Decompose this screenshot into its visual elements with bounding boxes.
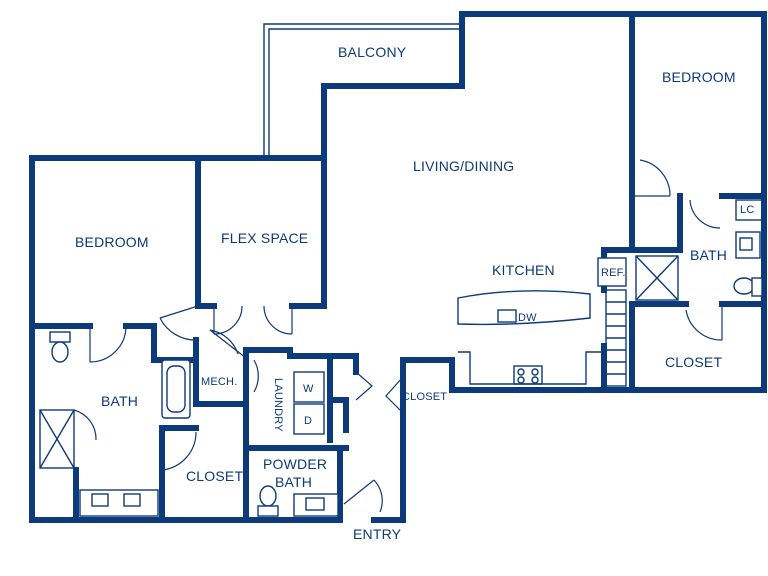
room-labels: BALCONY BEDROOM LIVING/DINING BEDROOM FL…: [75, 44, 754, 542]
label-closet-right: CLOSET: [665, 354, 722, 370]
kitchen-counter: [458, 351, 604, 385]
label-kitchen: KITCHEN: [492, 262, 555, 278]
bathtub: [161, 359, 191, 419]
label-balcony: BALCONY: [338, 44, 407, 60]
balcony-railing: [263, 23, 462, 155]
label-dw: DW: [518, 312, 537, 324]
label-flex-space: FLEX SPACE: [221, 230, 308, 246]
stairs: [605, 289, 627, 387]
kitchen-island: [457, 290, 591, 326]
label-laundry: LAUNDRY: [272, 378, 284, 432]
label-dryer: D: [304, 415, 312, 427]
shower: [635, 255, 679, 301]
linen-closet: [735, 199, 763, 221]
label-bath-right: BATH: [690, 247, 727, 263]
toilet: [733, 277, 755, 295]
interior-walls: [29, 11, 767, 523]
toilet: [49, 331, 71, 343]
fixtures: [39, 199, 763, 517]
shower: [39, 409, 75, 469]
label-powder-line2: BATH: [275, 474, 312, 490]
toilet: [259, 485, 277, 507]
label-lc: LC: [740, 204, 754, 216]
exterior-walls: [29, 11, 767, 523]
label-entry: ENTRY: [353, 526, 402, 542]
label-ref: REF.: [601, 267, 626, 279]
label-bedroom-right: BEDROOM: [662, 69, 736, 85]
washer: [293, 371, 325, 403]
label-bath-left: BATH: [101, 393, 138, 409]
label-living-dining: LIVING/DINING: [413, 158, 514, 174]
doors: [89, 159, 723, 513]
label-mech: MECH.: [201, 376, 237, 388]
dryer: [293, 403, 325, 435]
refrigerator: [597, 257, 627, 287]
sink: [293, 493, 339, 517]
label-washer: W: [303, 383, 314, 395]
label-powder-line1: POWDER: [263, 456, 327, 472]
label-closet-left: CLOSET: [186, 468, 243, 484]
label-closet-entry: CLOSET: [402, 391, 447, 403]
label-bedroom-left: BEDROOM: [75, 234, 149, 250]
